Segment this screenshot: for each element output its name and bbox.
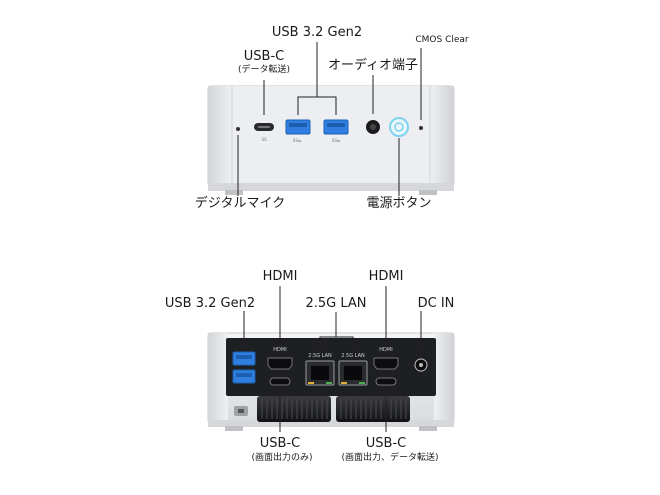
svg-text:SS: SS xyxy=(261,137,267,142)
label-rear-usb-c-data: USB-C xyxy=(365,436,407,451)
label-front-usb-c-note: (データ転送) xyxy=(237,65,291,75)
audio-jack-icon xyxy=(366,120,380,134)
label-power-button: 電源ボタン xyxy=(366,196,432,211)
label-rear-usb-c-display: USB-C xyxy=(259,436,301,451)
port-text-lan-right: 2.5G LAN xyxy=(341,353,365,359)
label-audio-jack: オーディオ端子 xyxy=(327,58,419,73)
rear-usb-c-data-port-icon xyxy=(375,377,397,386)
rear-usb-a-bottom-icon xyxy=(232,369,256,384)
front-chassis xyxy=(207,85,455,195)
front-usb-a-right-icon: SS⇆ xyxy=(323,119,349,143)
label-dc-in: DC IN xyxy=(417,296,455,311)
label-cmos-clear: CMOS Clear xyxy=(415,35,469,45)
mic-hole-icon xyxy=(236,127,240,131)
rear-hdmi-left-icon xyxy=(267,357,293,370)
label-rear-usb32: USB 3.2 Gen2 xyxy=(164,296,256,311)
front-usb-c-port-icon: SS xyxy=(254,123,274,142)
rear-usb-c-display-port-icon xyxy=(269,377,291,386)
port-text-hdmi-right: HDMI xyxy=(379,347,393,353)
kensington-lock-icon xyxy=(234,406,248,416)
label-front-usb-c: USB-C xyxy=(243,49,285,64)
rear-lan-left-icon xyxy=(305,360,335,386)
label-rear-usb-c-display-note: (画面出力のみ) xyxy=(251,453,313,463)
svg-text:SS⇆: SS⇆ xyxy=(332,138,341,143)
label-rear-hdmi-left: HDMI xyxy=(262,269,298,284)
rear-leader-lines xyxy=(243,286,422,432)
label-front-usb32: USB 3.2 Gen2 xyxy=(271,25,363,40)
rear-lan-right-icon xyxy=(338,360,368,386)
power-button-icon xyxy=(389,117,409,137)
port-text-hdmi-left: HDMI xyxy=(273,347,287,353)
cmos-clear-hole-icon xyxy=(419,126,423,130)
label-rear-usb-c-data-note: (画面出力、データ転送) xyxy=(341,453,439,463)
front-leader-lines xyxy=(237,42,422,196)
label-rear-hdmi-right: HDMI xyxy=(368,269,404,284)
dc-in-jack-icon xyxy=(414,358,428,372)
label-rear-lan: 2.5G LAN xyxy=(305,296,367,311)
label-digital-mic: デジタルマイク xyxy=(194,196,286,211)
rear-hdmi-right-icon xyxy=(373,357,399,370)
front-usb-a-left-icon: SS⇆ xyxy=(285,119,311,143)
svg-text:SS⇆: SS⇆ xyxy=(293,138,302,143)
port-text-lan-left: 2.5G LAN xyxy=(308,353,332,359)
rear-usb-a-top-icon xyxy=(232,351,256,366)
rear-vents xyxy=(257,396,410,422)
